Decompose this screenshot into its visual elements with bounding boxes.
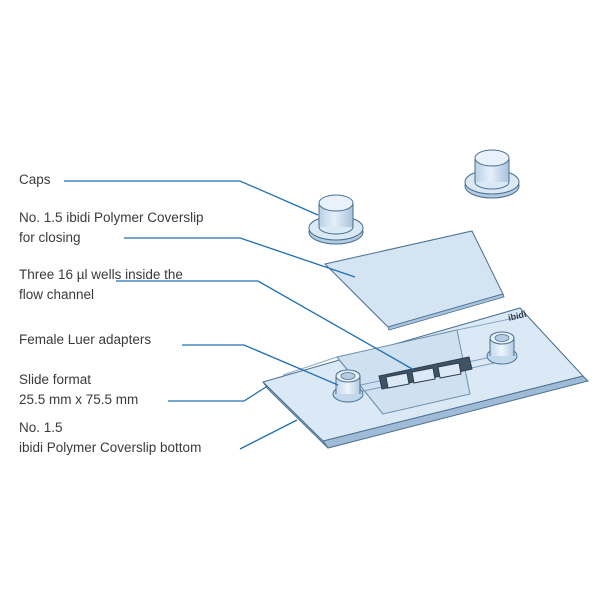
label-wells-line2: flow channel: [19, 287, 95, 302]
label-luer: Female Luer adapters: [19, 330, 151, 350]
cap-right: [464, 149, 520, 199]
svg-text:ibidi: ibidi: [507, 309, 527, 323]
leader-lines: [64, 180, 415, 450]
label-caps-text: Caps: [19, 172, 51, 187]
label-slide-format: Slide format 25.5 mm x 75.5 mm: [19, 370, 138, 410]
leader-line-coverslip-bottom: [239, 419, 298, 450]
leader-line-coverslip-closing: [124, 237, 356, 278]
leader-line-luer: [182, 344, 339, 386]
label-slide-format-line2: 25.5 mm x 75.5 mm: [19, 392, 139, 407]
leader-line-wells: [116, 280, 415, 371]
leader-line-slide-format: [168, 386, 267, 402]
label-wells: Three 16 µl wells inside the flow channe…: [19, 265, 183, 305]
label-luer-text: Female Luer adapters: [19, 332, 152, 347]
label-coverslip-closing-line2: for closing: [19, 230, 81, 245]
label-wells-line1: Three 16 µl wells inside the: [19, 267, 183, 282]
label-coverslip-closing: No. 1.5 ibidi Polymer Coverslip for clos…: [19, 208, 204, 248]
wells: [378, 356, 473, 390]
ibidi-logo: ibidi: [507, 309, 527, 323]
cap-left: [308, 194, 364, 245]
luer-adapter-right: [486, 331, 518, 365]
label-coverslip-closing-line1: No. 1.5 ibidi Polymer Coverslip: [19, 210, 204, 225]
label-coverslip-bottom-line2: ibidi Polymer Coverslip bottom: [19, 440, 202, 455]
leader-line-caps: [64, 180, 319, 216]
luer-adapter-left: [332, 369, 364, 403]
label-caps: Caps: [19, 170, 51, 190]
label-slide-format-line1: Slide format: [19, 372, 92, 387]
label-coverslip-bottom: No. 1.5 ibidi Polymer Coverslip bottom: [19, 418, 201, 458]
label-coverslip-bottom-line1: No. 1.5: [19, 420, 63, 435]
coverslip-closing: [324, 230, 505, 331]
